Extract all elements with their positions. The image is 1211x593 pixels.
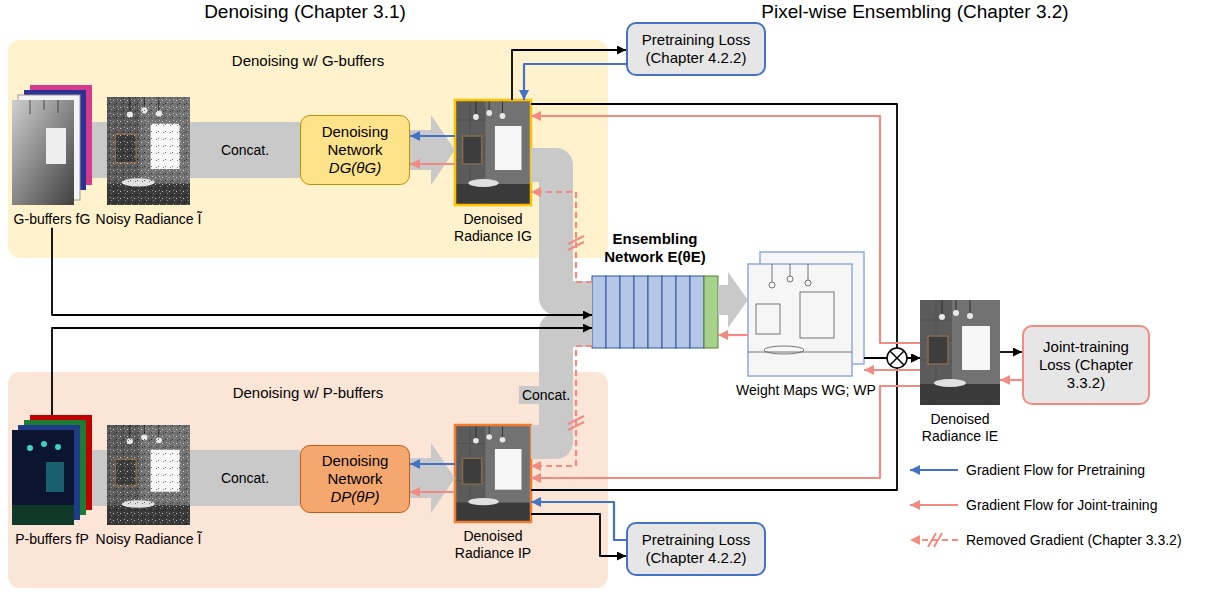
gradient-arrow xyxy=(52,328,592,415)
loss-box: Pretraining Loss (Chapter 4.2.2) xyxy=(626,522,766,576)
legend-text: Gradient Flow for Joint-training xyxy=(966,497,1157,513)
denoised-image xyxy=(920,300,1000,405)
image-space xyxy=(455,425,531,522)
image-thumbnail: Noisy Radiance Ĩ xyxy=(105,425,192,548)
denoised-image xyxy=(455,100,531,205)
box-label: DG(θG) xyxy=(329,159,381,177)
image-space xyxy=(105,425,192,525)
gradient-arrow xyxy=(531,386,920,478)
edge-label: Concat. xyxy=(221,470,269,486)
box-label: Denoising Network xyxy=(309,452,401,488)
label-patch: Concat. xyxy=(519,386,573,404)
label-holder: Ensembling Network E(θE) xyxy=(585,230,725,266)
image-caption: G-buffers fG xyxy=(0,211,110,228)
gradient-arrow xyxy=(524,64,626,100)
image-space xyxy=(920,300,1000,405)
heading-holder: Pixel-wise Ensembling (Chapter 3.2) xyxy=(761,1,1068,23)
image-caption: P-buffers fP xyxy=(0,531,110,548)
flow-arrow xyxy=(192,122,300,178)
gradient-arrow xyxy=(531,502,626,540)
image-thumbnail: G-buffers fG xyxy=(6,85,98,228)
image-space xyxy=(455,100,531,205)
gradient-arrow xyxy=(531,358,920,490)
ensembling-network: Ensembling Network E(θE) xyxy=(592,272,718,352)
loss-box: Joint-training Loss (Chapter 3.3.2) xyxy=(1022,325,1150,405)
gradient-arrow xyxy=(531,116,920,343)
section-heading: Pixel-wise Ensembling (Chapter 3.2) xyxy=(761,1,1068,22)
legend-row: Gradient Flow for Joint-training xyxy=(966,496,1157,514)
network-box: Denoising NetworkDG(θG) xyxy=(300,115,410,185)
image-thumbnail: Noisy Radiance Ĩ xyxy=(105,97,192,228)
gradient-arrow xyxy=(1000,379,1022,381)
heading-holder: Denoising (Chapter 3.1) xyxy=(204,1,406,23)
panel-fill xyxy=(8,372,608,588)
denoising-panel: Denoising w/ P-buffersP-buffers fPNoisy … xyxy=(8,372,608,588)
flow-arrow xyxy=(531,165,592,298)
image-caption: Denoised Radiance IP xyxy=(443,528,543,562)
image-space xyxy=(6,415,98,525)
gradient-arrow xyxy=(410,163,455,165)
gradient-arrow xyxy=(718,334,748,336)
legend-text: Removed Gradient (Chapter 3.3.2) xyxy=(966,532,1182,548)
legend-samples xyxy=(910,470,958,547)
image-caption: Weight Maps WG; WP xyxy=(736,382,876,399)
box-label: Ensembling Network E(θE) xyxy=(585,230,725,266)
denoising-panel: Denoising w/ G-buffersG-buffers fGNoisy … xyxy=(8,40,608,258)
label-patch: Concat. xyxy=(218,469,272,487)
image-space xyxy=(105,97,192,205)
gradient-arrow xyxy=(1000,351,1022,353)
image-caption: Noisy Radiance Ĩ xyxy=(93,211,204,228)
image-thumbnail: Denoised Radiance IE xyxy=(920,300,1000,445)
gradient-arrow xyxy=(531,192,592,282)
denoised-image xyxy=(455,425,531,522)
loss-box: Pretraining Loss (Chapter 4.2.2) xyxy=(626,22,766,76)
legend-row: Gradient Flow for Pretraining xyxy=(966,461,1145,479)
image-caption: Noisy Radiance Ĩ xyxy=(93,531,204,548)
gradient-arrow xyxy=(512,50,626,100)
pbuffer-stack xyxy=(12,415,92,525)
gradient-arrow xyxy=(410,135,455,137)
gradient-arrow xyxy=(864,369,920,371)
panel-title: Denoising w/ P-buffers xyxy=(8,372,608,401)
panel-title: Denoising w/ G-buffers xyxy=(8,40,608,69)
image-thumbnail: Denoised Radiance IP xyxy=(455,425,531,562)
noisy-image xyxy=(107,425,190,525)
flow-arrow xyxy=(192,450,300,506)
box-label: Pretraining Loss (Chapter 4.2.2) xyxy=(636,531,756,567)
image-thumbnail: Denoised Radiance IG xyxy=(455,100,531,245)
image-space xyxy=(6,85,98,205)
weight-maps xyxy=(748,252,864,376)
gradient-arrow xyxy=(410,491,455,493)
gradient-arrow xyxy=(531,514,626,556)
ensembling-layers xyxy=(592,276,718,348)
gradient-arrow xyxy=(531,346,592,466)
gradient-arrow xyxy=(410,463,455,465)
image-thumbnail: Weight Maps WG; WP xyxy=(748,252,864,399)
image-caption: Denoised Radiance IG xyxy=(443,211,543,245)
image-caption: Denoised Radiance IE xyxy=(908,411,1012,445)
edge-label: Concat. xyxy=(522,387,570,403)
box-label: DP(θP) xyxy=(331,488,380,506)
flow-arrow xyxy=(718,285,728,315)
image-thumbnail: P-buffers fP xyxy=(6,415,98,548)
gbuffer-stack xyxy=(12,85,92,205)
gradient-arrow xyxy=(531,104,920,358)
legend-row: Removed Gradient (Chapter 3.3.2) xyxy=(966,531,1182,549)
panel-fill xyxy=(8,40,608,258)
section-heading: Denoising (Chapter 3.1) xyxy=(204,1,406,22)
image-space xyxy=(748,252,864,376)
multiply-symbol xyxy=(887,348,907,368)
network-box: Denoising NetworkDP(θP) xyxy=(300,445,410,513)
legend-text: Gradient Flow for Pretraining xyxy=(966,462,1145,478)
edge-label: Concat. xyxy=(221,142,269,158)
box-label: Joint-training Loss (Chapter 3.3.2) xyxy=(1032,338,1140,392)
box-label: Pretraining Loss (Chapter 4.2.2) xyxy=(636,31,756,67)
label-patch: Concat. xyxy=(218,141,272,159)
noisy-image xyxy=(107,97,190,205)
box-label: Denoising Network xyxy=(309,123,401,159)
